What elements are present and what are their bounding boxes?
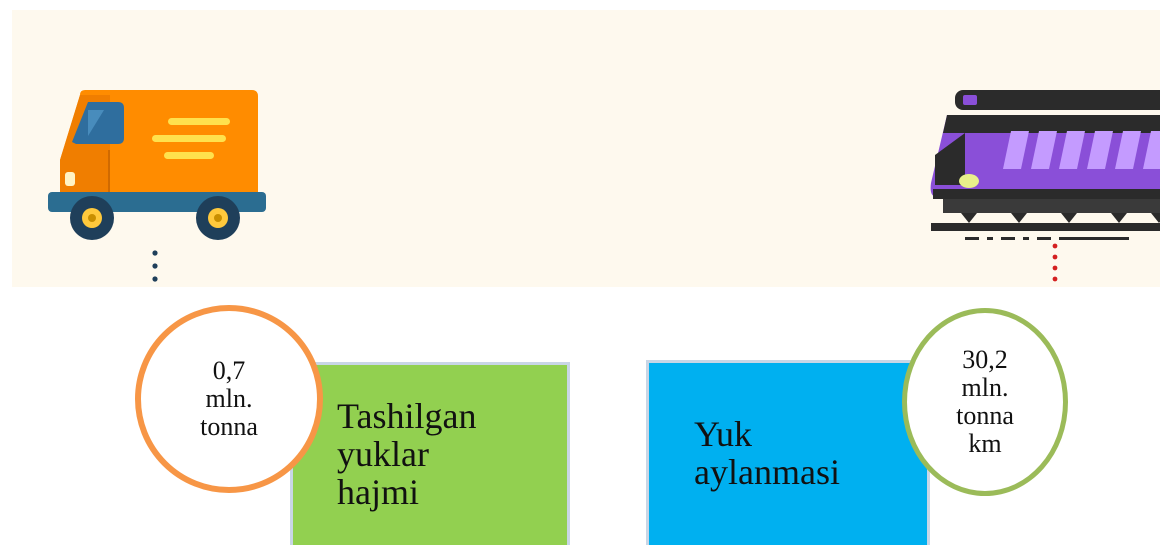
dotted-connector-left: [150, 245, 160, 290]
volume-label-line: hajmi: [337, 472, 419, 512]
turnover-value-circle: 30,2 mln. tonna km: [902, 308, 1068, 496]
train-icon: [925, 85, 1160, 285]
turnover-label-line: Yuk: [694, 414, 753, 454]
volume-value-line: tonna: [200, 412, 258, 441]
dotted-connector-right: [1050, 240, 1060, 290]
volume-label: Tashilgan yuklar hajmi: [337, 397, 517, 511]
truck-icon: [40, 80, 270, 250]
volume-label-line: Tashilgan: [337, 396, 477, 436]
volume-label-line: yuklar: [337, 434, 429, 474]
volume-value: 0,7 mln. tonna: [200, 357, 258, 441]
turnover-value-line: 30,2: [962, 345, 1008, 374]
turnover-value-line: km: [968, 429, 1002, 458]
turnover-label-line: aylanmasi: [694, 452, 840, 492]
turnover-card: Yuk aylanmasi: [646, 360, 930, 545]
turnover-value: 30,2 mln. tonna km: [956, 346, 1014, 458]
volume-card: Tashilgan yuklar hajmi: [290, 362, 570, 545]
turnover-value-line: mln.: [961, 373, 1009, 402]
turnover-value-line: tonna: [956, 401, 1014, 430]
turnover-label: Yuk aylanmasi: [694, 415, 894, 491]
volume-value-line: 0,7: [212, 356, 246, 385]
volume-value-line: mln.: [205, 384, 253, 413]
volume-value-circle: 0,7 mln. tonna: [135, 305, 323, 493]
